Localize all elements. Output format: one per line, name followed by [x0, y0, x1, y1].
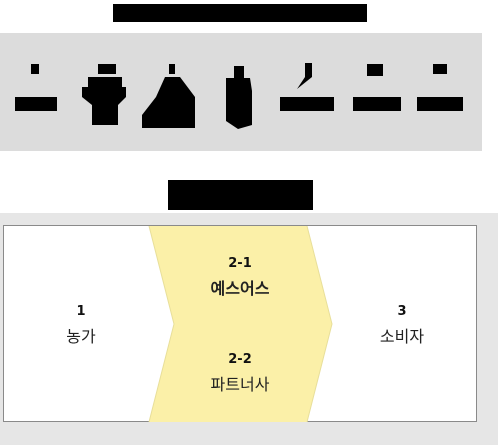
- stage-label: 파트너사: [210, 375, 270, 394]
- stage-label: 소비자: [379, 327, 425, 346]
- bottle-icon: [226, 66, 252, 129]
- carrot-icon: [15, 64, 57, 111]
- shrub-icon: [142, 64, 195, 128]
- stage-number: 3: [397, 304, 407, 319]
- stage-label: 농가: [66, 327, 96, 346]
- stage-number: 2-1: [228, 256, 252, 271]
- stage-number: 1: [76, 304, 86, 319]
- apple-icon: [82, 64, 126, 125]
- chevron-partners: [149, 324, 332, 422]
- stage-yesus: 2-1 예스어스: [170, 256, 310, 300]
- top-title-bar: [113, 4, 367, 22]
- stage-label: 예스어스: [210, 279, 270, 298]
- chevron-shapes: [148, 226, 333, 423]
- produce-icon-panel: [0, 33, 482, 151]
- stage-number: 2-2: [228, 352, 252, 367]
- distribution-flow-diagram: 1 농가 2-1 예스어스 2-2 파트너사 3 소비자: [3, 225, 477, 423]
- tray-icon: [280, 63, 334, 111]
- chevron-yesus: [149, 226, 332, 324]
- stage-partners: 2-2 파트너사: [170, 352, 310, 396]
- tray-icon: [353, 64, 401, 111]
- tray-icon: [417, 64, 463, 111]
- stage-farm: 1 농가: [11, 304, 151, 348]
- section-title-bar: [168, 180, 313, 210]
- stage-consumer: 3 소비자: [332, 304, 472, 348]
